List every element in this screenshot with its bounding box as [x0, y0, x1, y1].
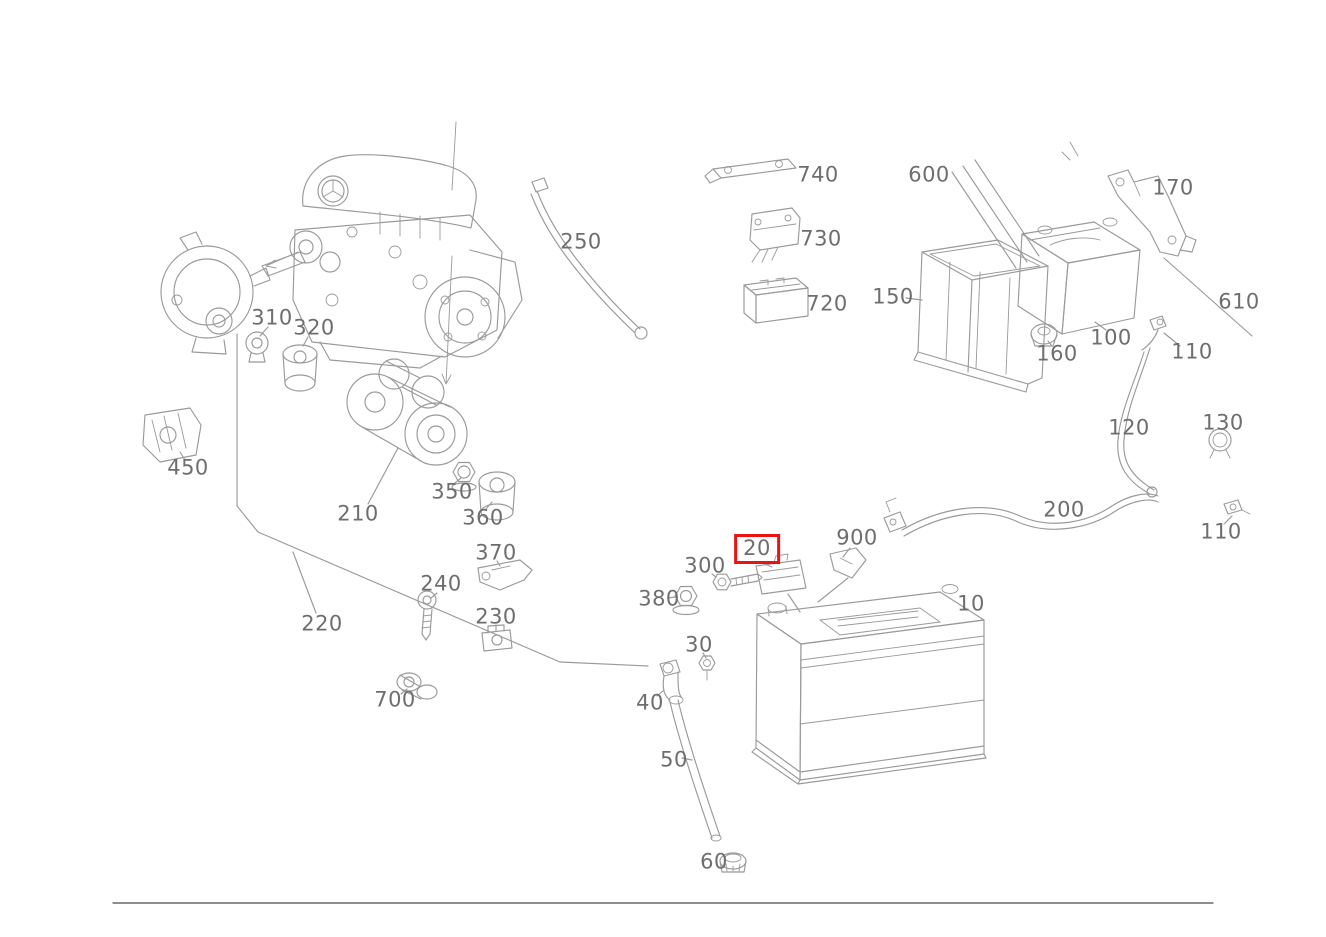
sleeve-360-drawing	[478, 471, 516, 521]
bracket-450-drawing	[142, 407, 202, 463]
plate-20-drawing	[755, 553, 807, 595]
part-label-110-upper[interactable]: 110	[1171, 339, 1213, 364]
bolt-240-drawing	[417, 590, 437, 641]
cable-200-drawing	[883, 493, 1159, 537]
part-label-380[interactable]: 380	[638, 586, 680, 611]
box-100-drawing	[1017, 217, 1141, 335]
ground-cable-250-drawing	[530, 177, 648, 340]
part-label-200[interactable]: 200	[1043, 497, 1085, 522]
clip-130-drawing	[1208, 428, 1232, 459]
part-label-110-lower[interactable]: 110	[1200, 519, 1242, 544]
part-label-360[interactable]: 360	[462, 505, 504, 530]
part-label-160[interactable]: 160	[1036, 341, 1078, 366]
clip-900-drawing	[829, 547, 867, 579]
bracket-170-drawing	[1107, 169, 1197, 257]
cap-160-drawing	[1030, 323, 1058, 347]
engine-drawing	[261, 121, 523, 385]
rods-600-drawing	[951, 141, 1079, 269]
part-label-610[interactable]: 610	[1218, 289, 1260, 314]
part-label-220[interactable]: 220	[301, 611, 343, 636]
relay-720-drawing	[743, 277, 809, 324]
relay-730-drawing	[749, 207, 801, 263]
rod-610-drawing	[1163, 257, 1253, 337]
starter-210-drawing	[346, 358, 468, 466]
part-label-60[interactable]: 60	[700, 849, 728, 874]
part-label-50[interactable]: 50	[660, 747, 688, 772]
part-label-740[interactable]: 740	[797, 162, 839, 187]
part-label-150[interactable]: 150	[872, 284, 914, 309]
bolt-30-drawing	[698, 655, 716, 681]
part-label-600[interactable]: 600	[908, 162, 950, 187]
part-label-100[interactable]: 100	[1090, 325, 1132, 350]
part-label-370[interactable]: 370	[475, 540, 517, 565]
fitting-110-lower-drawing	[1223, 499, 1251, 515]
part-label-240[interactable]: 240	[420, 571, 462, 596]
part-label-40[interactable]: 40	[636, 690, 664, 715]
sleeve-700-drawing	[396, 672, 438, 700]
cap-60-drawing	[719, 852, 747, 873]
bolt-300-drawing	[712, 573, 763, 591]
part-label-230[interactable]: 230	[475, 604, 517, 629]
cable-220-drawing	[236, 333, 649, 667]
part-label-720[interactable]: 720	[806, 291, 848, 316]
cap-310-drawing	[245, 331, 269, 363]
tube-50-drawing	[669, 699, 722, 842]
alternator-drawing	[160, 231, 271, 355]
leader-lines	[179, 297, 1233, 761]
part-label-130[interactable]: 130	[1202, 410, 1244, 435]
battery-10-drawing	[751, 584, 987, 785]
sleeve-320-drawing	[282, 344, 318, 392]
elbow-110-upper-drawing	[1141, 315, 1167, 351]
part-label-10[interactable]: 10	[957, 591, 985, 616]
part-label-320[interactable]: 320	[293, 315, 335, 340]
part-label-170[interactable]: 170	[1152, 175, 1194, 200]
part-label-30[interactable]: 30	[685, 632, 713, 657]
part-label-20[interactable]: 20	[734, 534, 780, 564]
hose-120-drawing	[1117, 347, 1158, 498]
part-label-120[interactable]: 120	[1108, 415, 1150, 440]
part-label-900[interactable]: 900	[836, 525, 878, 550]
nut-380-drawing	[672, 585, 700, 616]
part-label-250[interactable]: 250	[560, 229, 602, 254]
elbow-40-drawing	[659, 659, 684, 705]
part-label-300[interactable]: 300	[684, 553, 726, 578]
part-label-310[interactable]: 310	[251, 305, 293, 330]
tray-150-drawing	[913, 239, 1049, 393]
part-label-730[interactable]: 730	[800, 226, 842, 251]
part-label-450[interactable]: 450	[167, 455, 209, 480]
part-label-210[interactable]: 210	[337, 501, 379, 526]
part-label-350[interactable]: 350	[431, 479, 473, 504]
plate-740-drawing	[704, 158, 797, 184]
part-label-700[interactable]: 700	[374, 687, 416, 712]
bracket-370-drawing	[477, 559, 533, 591]
bolt-350-drawing	[451, 461, 477, 492]
